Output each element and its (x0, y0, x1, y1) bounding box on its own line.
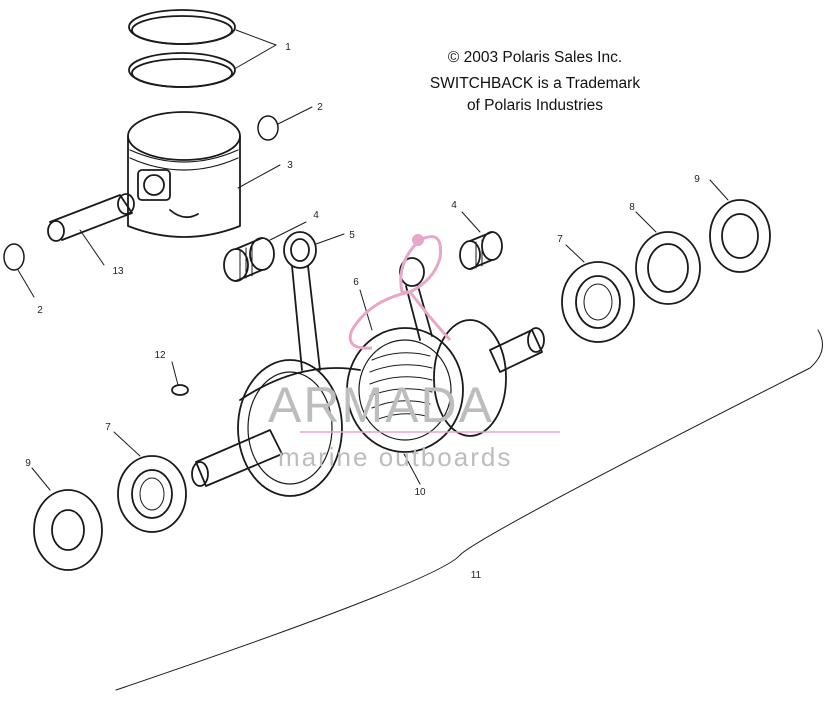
watermark-logo-icon (348, 234, 452, 350)
oil-seal-right (635, 211, 701, 305)
callout-13: 13 (112, 266, 124, 277)
callout-4-left: 4 (313, 210, 319, 221)
connecting-rod (283, 231, 345, 371)
copyright-line-1: © 2003 Polaris Sales Inc. (447, 49, 623, 66)
callout-1: 1 (285, 42, 291, 53)
circlip-top (257, 106, 313, 141)
callout-8: 8 (629, 202, 635, 213)
callout-10: 10 (414, 487, 426, 498)
needle-bearing-left (223, 221, 307, 282)
crankshaft (191, 257, 545, 497)
copyright-line-3: of Polaris Industries (466, 97, 604, 114)
callout-9-right: 9 (694, 174, 700, 185)
ball-bearing-right (561, 244, 635, 343)
seal-plate-left (31, 467, 103, 571)
key-leader (359, 289, 373, 331)
callout-5: 5 (349, 230, 355, 241)
callout-4-right: 4 (451, 200, 457, 211)
watermark-tagline: marine outboards (278, 442, 512, 472)
callout-7-right: 7 (557, 234, 563, 245)
callout-6: 6 (353, 277, 359, 288)
copyright-line-2: SWITCHBACK is a Trademark (429, 75, 641, 92)
piston-rings (128, 9, 277, 88)
circlip-left (3, 243, 35, 298)
callout-9-left: 9 (25, 458, 31, 469)
watermark: ARMADA marine outboards (268, 234, 560, 472)
callout-7-left: 7 (105, 422, 111, 433)
wrist-pin (47, 193, 135, 266)
callout-11: 11 (471, 570, 482, 581)
callout-3: 3 (287, 160, 293, 171)
piston (127, 111, 281, 238)
callout-2-left: 2 (37, 305, 43, 316)
assembly-bracket (115, 329, 823, 691)
woodruff-key (171, 361, 189, 396)
ball-bearing-left (113, 431, 187, 533)
callout-2-top: 2 (317, 102, 323, 113)
callout-12: 12 (154, 350, 166, 361)
seal-plate-right (709, 179, 771, 273)
watermark-brand: ARMADA (268, 377, 494, 433)
needle-bearing-right (459, 211, 503, 270)
